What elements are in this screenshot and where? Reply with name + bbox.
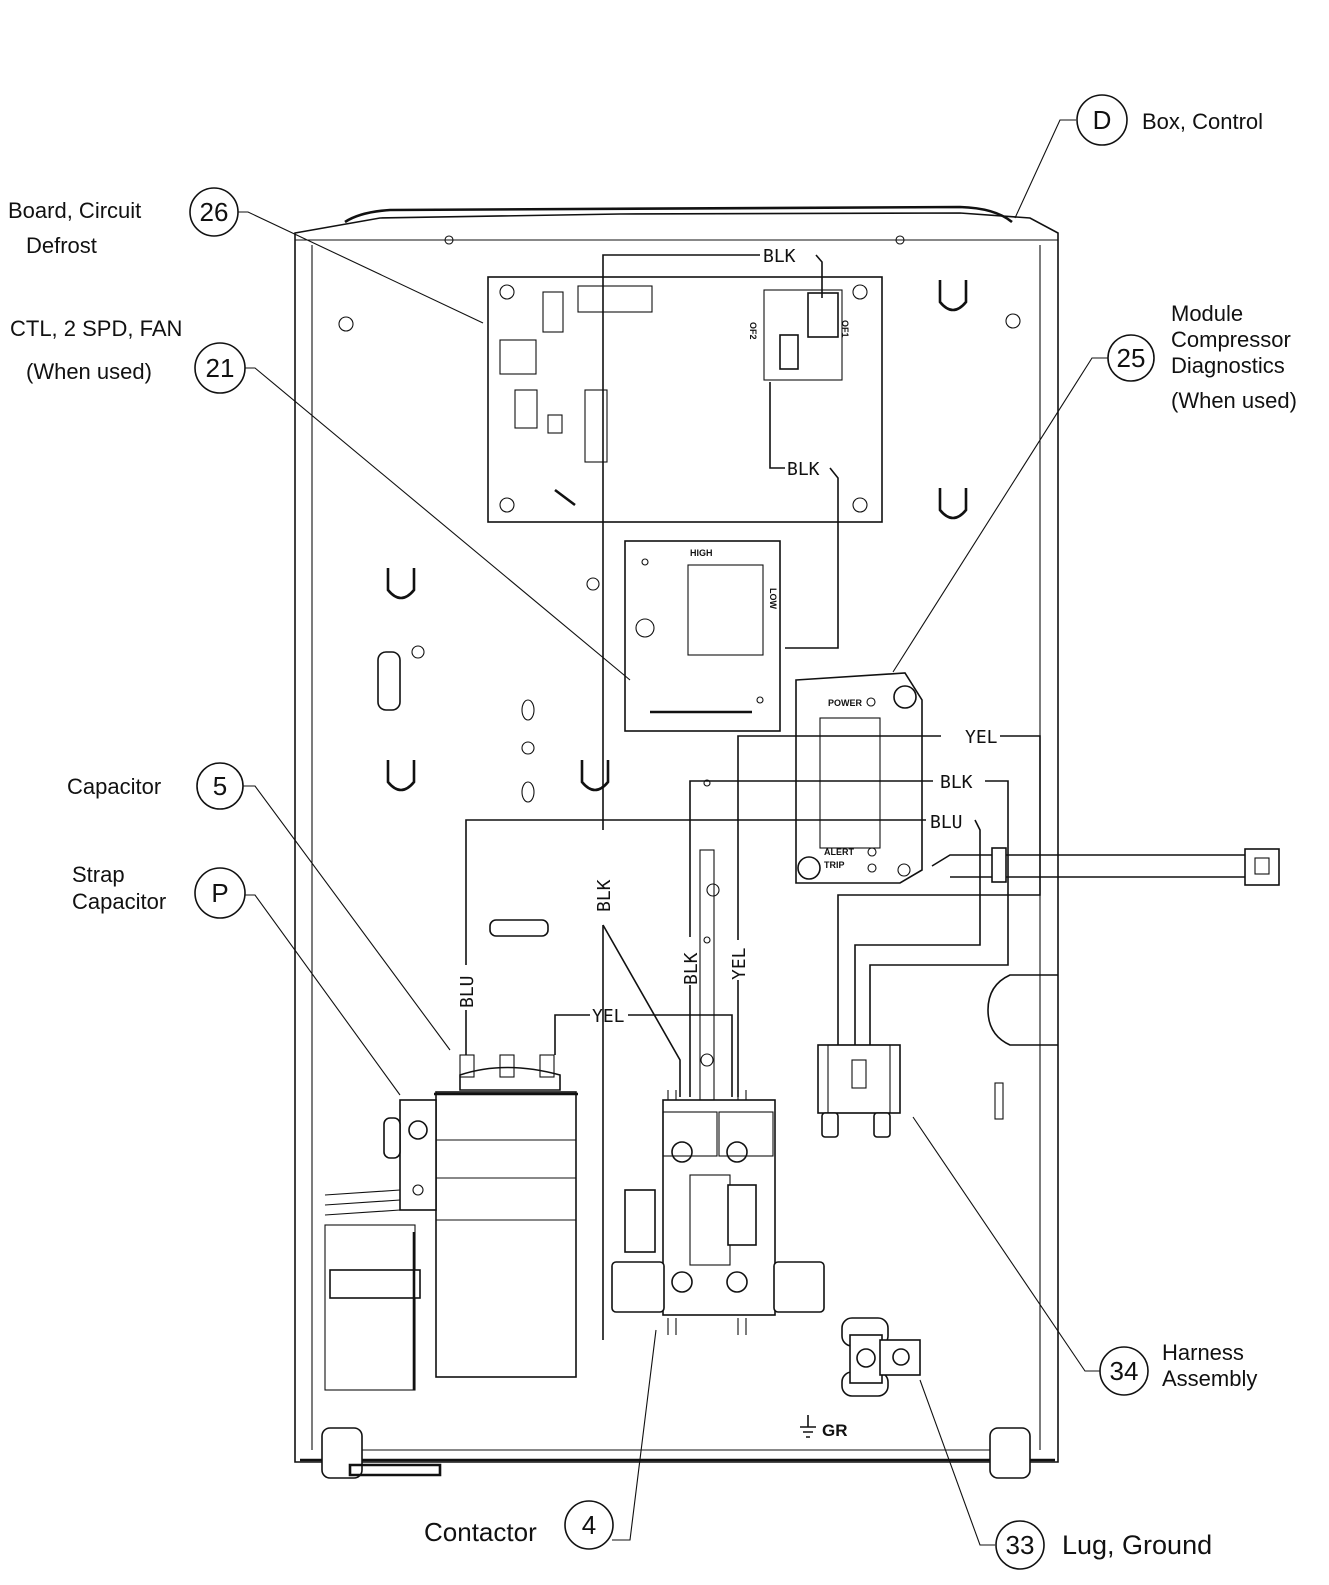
compressor-diagnostics-module: POWER ALERT TRIP xyxy=(795,672,1280,886)
callout-26: 26 Board, Circuit Defrost xyxy=(8,187,239,258)
wire-label-blk-contactor: BLK xyxy=(681,952,702,985)
callout-33: 33 Lug, Ground xyxy=(995,1520,1212,1570)
control-box xyxy=(294,205,1059,1479)
low-label: LOW xyxy=(768,588,778,609)
leader-lines xyxy=(238,119,1108,1546)
wire-label-yel-cap: YEL xyxy=(592,1006,625,1027)
callout-number: 4 xyxy=(582,1510,596,1540)
wiring: BLK BLK BLK BLK YEL BLU YEL YEL BLK BLU xyxy=(457,246,1041,1340)
callout-label: Strap xyxy=(72,862,125,887)
wire-label-blu-left: BLU xyxy=(457,975,478,1008)
callout-D: D Box, Control xyxy=(1076,94,1263,146)
power-label: POWER xyxy=(828,698,863,708)
of1-label: OF1 xyxy=(840,320,850,338)
callout-5: 5 Capacitor xyxy=(67,762,244,810)
callout-label-line4: (When used) xyxy=(1171,388,1297,413)
alert-label: ALERT xyxy=(824,847,854,857)
callout-number: 26 xyxy=(200,197,229,227)
callout-label: Contactor xyxy=(424,1517,537,1547)
callout-label: Harness xyxy=(1162,1340,1244,1365)
ground-lug: GR xyxy=(800,1317,921,1440)
callout-number: 34 xyxy=(1110,1356,1139,1386)
callout-P: P Strap Capacitor xyxy=(72,862,246,919)
of2-label: OF2 xyxy=(748,322,758,340)
callout-number: 25 xyxy=(1117,343,1146,373)
callout-number: 33 xyxy=(1006,1530,1035,1560)
high-label: HIGH xyxy=(690,548,713,558)
harness-assembly xyxy=(817,1044,901,1138)
two-speed-fan-control: HIGH LOW xyxy=(624,540,781,732)
wire-label-blk-mid: BLK xyxy=(787,459,820,480)
callout-label-line2: Capacitor xyxy=(72,889,166,914)
callout-number: P xyxy=(211,878,228,908)
callout-label-line2: (When used) xyxy=(26,359,152,384)
contactor xyxy=(611,1090,825,1335)
callout-34: 34 Harness Assembly xyxy=(1099,1340,1257,1396)
callout-number: 5 xyxy=(213,771,227,801)
strap-capacitor xyxy=(324,1099,437,1391)
ground-symbol-label: GR xyxy=(822,1421,848,1440)
callout-label: Module xyxy=(1171,301,1243,326)
callout-label: Board, Circuit xyxy=(8,198,141,223)
callout-label: CTL, 2 SPD, FAN xyxy=(10,316,182,341)
callout-label-line3: Diagnostics xyxy=(1171,353,1285,378)
callout-21: 21 CTL, 2 SPD, FAN (When used) xyxy=(10,316,246,394)
callout-25: 25 Module Compressor Diagnostics (When u… xyxy=(1107,301,1297,413)
callout-label-line2: Defrost xyxy=(26,233,97,258)
callout-number: D xyxy=(1093,105,1112,135)
wire-label-yel-contactor: YEL xyxy=(729,947,750,980)
wire-label-blk-vertical: BLK xyxy=(594,879,615,912)
callout-label: Capacitor xyxy=(67,774,161,799)
callout-label-line2: Assembly xyxy=(1162,1366,1257,1391)
wire-label-blk-module: BLK xyxy=(940,772,973,793)
defrost-circuit-board: OF1 OF2 xyxy=(487,276,883,523)
callout-label: Box, Control xyxy=(1142,109,1263,134)
wire-label-yel-module: YEL xyxy=(965,727,998,748)
trip-label: TRIP xyxy=(824,860,845,870)
wire-label-blk-top: BLK xyxy=(763,246,796,267)
capacitor xyxy=(434,1054,578,1378)
callout-number: 21 xyxy=(206,353,235,383)
wire-label-blu-module: BLU xyxy=(930,812,963,833)
callout-4: 4 Contactor xyxy=(424,1500,614,1550)
callout-label: Lug, Ground xyxy=(1062,1530,1212,1560)
callout-label-line2: Compressor xyxy=(1171,327,1291,352)
